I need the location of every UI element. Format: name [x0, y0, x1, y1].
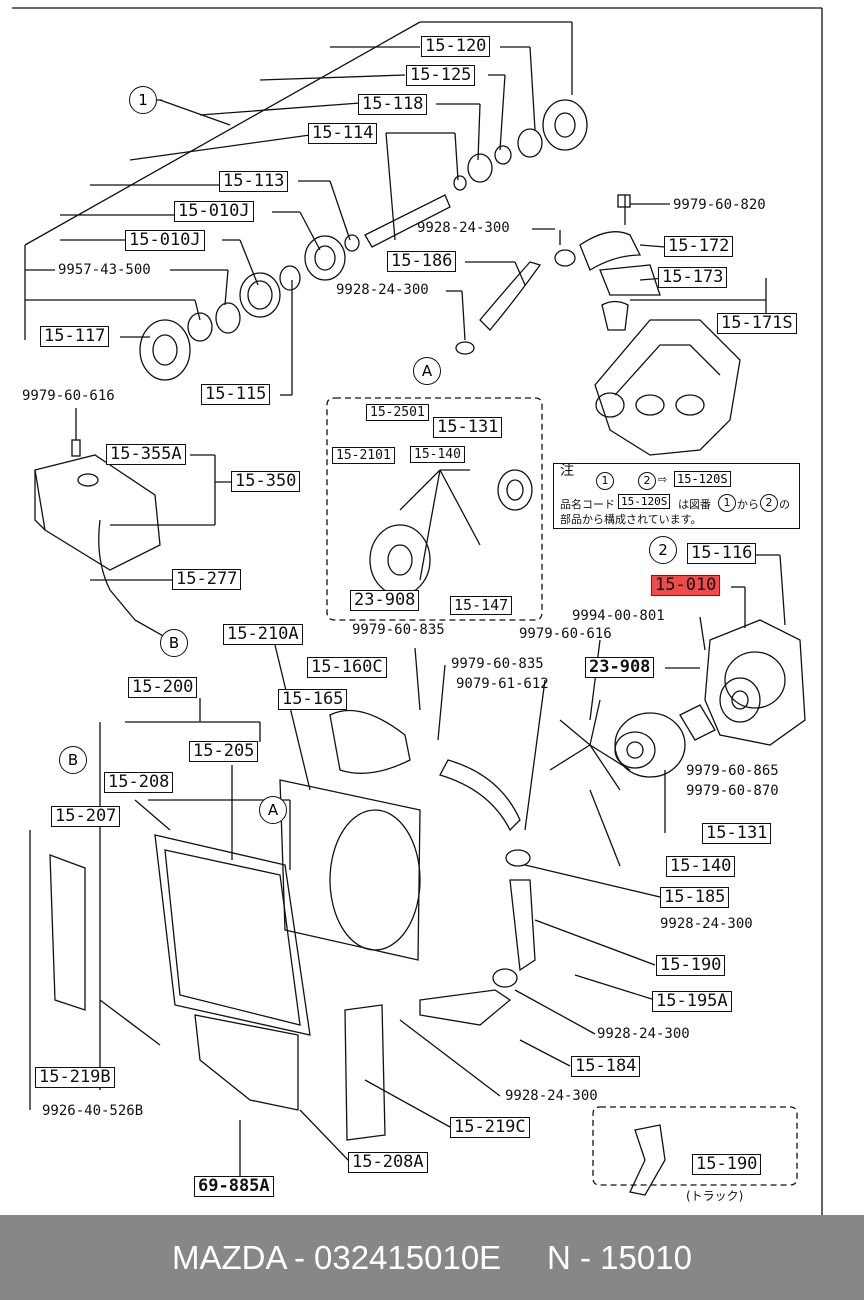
callout-15-186: 15-186	[387, 251, 457, 272]
callout-15-190-truck: 15-190	[692, 1154, 762, 1175]
callout-23-908-fan: 23-908	[350, 590, 420, 611]
callout-15-2101: 15-2101	[332, 447, 395, 464]
callout-15-219c: 15-219C	[450, 1117, 530, 1138]
note-line2-mid: は図番	[678, 498, 711, 511]
part-9928-24-300-a: 9928-24-300	[417, 220, 510, 236]
part-9979-60-616-b: 9979-60-616	[519, 626, 612, 642]
callout-15-120: 15-120	[421, 36, 491, 57]
callout-15-160c: 15-160C	[307, 657, 387, 678]
callout-15-185: 15-185	[660, 887, 730, 908]
part-9928-24-300-b: 9928-24-300	[336, 282, 429, 298]
part-9979-60-835-a: 9979-60-835	[352, 622, 445, 638]
callout-15-208: 15-208	[104, 772, 174, 793]
part-9957-43-500: 9957-43-500	[58, 262, 151, 278]
callout-15-116: 15-116	[687, 543, 757, 564]
callout-15-165: 15-165	[278, 689, 348, 710]
marker-1: 1	[129, 86, 157, 114]
part-9979-60-835-b: 9979-60-835	[451, 656, 544, 672]
callout-15-171s: 15-171S	[717, 313, 797, 334]
callout-15-131: 15-131	[702, 823, 772, 844]
callout-15-207: 15-207	[51, 806, 121, 827]
note-arrow: ⇨	[658, 473, 668, 486]
part-9928-24-300-c: 9928-24-300	[660, 916, 753, 932]
callout-15-147: 15-147	[450, 596, 513, 615]
callout-15-113: 15-113	[219, 171, 289, 192]
part-9994-00-801: 9994-00-801	[572, 608, 665, 624]
footer-brand: MAZDA	[172, 1239, 288, 1276]
footer-group: N - 15010	[547, 1239, 692, 1276]
callout-15-210a: 15-210A	[223, 624, 303, 645]
marker-b-top: B	[160, 629, 188, 657]
callout-15-117: 15-117	[40, 326, 110, 347]
footer-bar: MAZDA - 032415010E N - 15010	[0, 1215, 864, 1300]
note-line2-circle-1: 1	[718, 494, 736, 512]
note-line2-from: から	[737, 498, 759, 511]
part-9979-60-820: 9979-60-820	[673, 197, 766, 213]
callout-15-172: 15-172	[664, 236, 734, 257]
marker-a: A	[259, 796, 287, 824]
part-9926-40-526b: 9926-40-526B	[42, 1103, 144, 1119]
note-circle-2: 2	[638, 472, 656, 490]
marker-2: 2	[649, 536, 677, 564]
callout-15-184: 15-184	[571, 1056, 641, 1077]
part-9979-60-865: 9979-60-865	[686, 763, 779, 779]
callout-15-195a: 15-195A	[652, 991, 732, 1012]
callout-15-219b: 15-219B	[35, 1067, 115, 1088]
callout-15-010j-b: 15-010J	[125, 230, 205, 251]
note-line2-end: の	[779, 498, 790, 511]
callout-15-114: 15-114	[308, 123, 378, 144]
callout-15-355a: 15-355A	[106, 444, 186, 465]
callout-15-010j-a: 15-010J	[174, 201, 254, 222]
part-9979-60-616-a: 9979-60-616	[22, 388, 115, 404]
marker-b: B	[59, 746, 87, 774]
part-9979-60-870: 9979-60-870	[686, 783, 779, 799]
callout-15-131-fan: 15-131	[433, 417, 503, 438]
callout-15-190: 15-190	[656, 955, 726, 976]
callout-15-277: 15-277	[172, 569, 242, 590]
callout-69-885a: 69-885A	[194, 1176, 274, 1197]
callout-15-350: 15-350	[231, 471, 301, 492]
part-9928-24-300-e: 9928-24-300	[505, 1088, 598, 1104]
note-tag: 15-120S	[674, 471, 731, 487]
callout-15-140: 15-140	[666, 856, 736, 877]
callout-15-118: 15-118	[358, 94, 428, 115]
callout-15-140-fan: 15-140	[410, 446, 465, 463]
callout-15-115: 15-115	[201, 384, 271, 405]
callout-15-2501: 15-2501	[366, 404, 429, 421]
footer-part-code: 032415010E	[314, 1239, 502, 1276]
callout-15-205: 15-205	[189, 741, 259, 762]
marker-a-top: A	[413, 357, 441, 385]
note-line2-pre: 品名コード	[560, 498, 615, 511]
callout-15-200: 15-200	[128, 677, 198, 698]
assembly-note: 注 1 2 ⇨ 15-120S 品名コード 15-120S は図番 1 から 2…	[553, 463, 800, 529]
diagram-drawing	[12, 7, 823, 1215]
note-line2-tag: 15-120S	[618, 494, 671, 509]
truck-label: (トラック)	[686, 1189, 744, 1203]
note-line2-circle-2: 2	[760, 494, 778, 512]
note-line3: 部品から構成されています。	[560, 513, 702, 526]
parts-diagram: 15-120 15-125 15-118 15-114 15-113 15-01…	[12, 7, 823, 1215]
note-circle-1: 1	[596, 472, 614, 490]
callout-15-010-highlighted: 15-010	[651, 575, 721, 596]
callout-15-173: 15-173	[658, 267, 728, 288]
part-9079-61-612: 9079-61-612	[456, 676, 549, 692]
footer-separator: -	[294, 1239, 305, 1276]
callout-15-208a: 15-208A	[348, 1152, 428, 1173]
callout-15-125: 15-125	[406, 65, 476, 86]
callout-23-908: 23-908	[585, 657, 655, 678]
part-9928-24-300-d: 9928-24-300	[597, 1026, 690, 1042]
note-head: 注	[560, 463, 574, 479]
